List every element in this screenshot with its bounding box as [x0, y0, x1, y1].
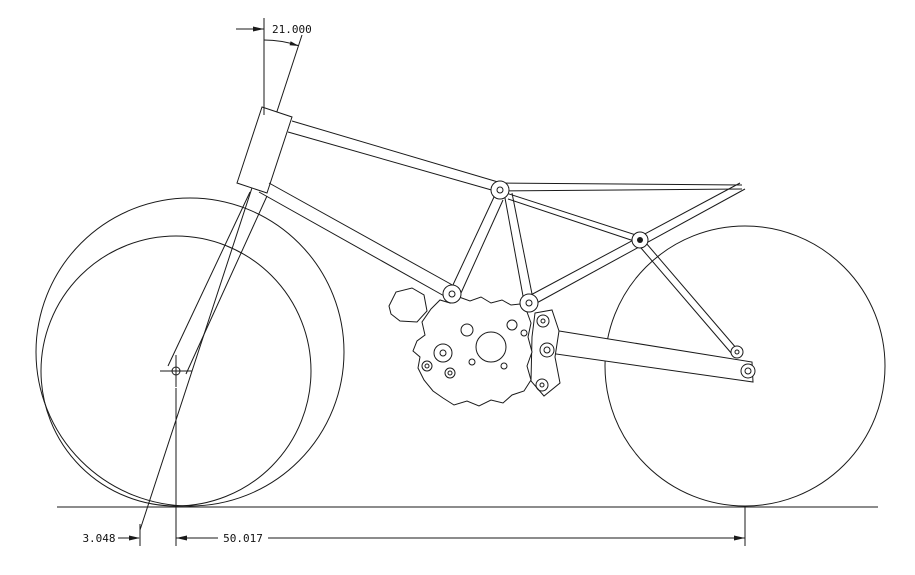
engine-bolt-7-inner: [424, 363, 430, 369]
lower-rear-joint: [519, 293, 539, 313]
rake-dim-arc: [263, 39, 299, 47]
rear-axle-circle-inner: [744, 367, 752, 375]
wheelbase-arrow-right: [734, 535, 745, 541]
seat-strut-right-line-b: [511, 192, 533, 295]
engine-bolt-6: [500, 362, 508, 370]
rear-rail-upper-line: [498, 182, 743, 186]
wheelbase-label: 50.017: [223, 532, 263, 545]
dimension-trail: 3.048: [82, 524, 141, 546]
front-wheel: [35, 197, 345, 507]
rear-rail-lower-line: [498, 188, 743, 192]
engine: [388, 287, 533, 407]
swingarm: [548, 329, 756, 383]
engine-sprocket-inner: [439, 349, 447, 357]
pivot-bolt-mid: [539, 342, 555, 358]
mid-strut-line-a: [505, 192, 637, 236]
seat-apex-joint: [490, 180, 510, 200]
top-tube-upper-line: [291, 120, 499, 183]
engine-intake: [388, 287, 428, 323]
head-tube: [236, 106, 293, 194]
rear-shock-strut: [640, 242, 744, 359]
pivot-bolt-bottom: [535, 378, 549, 392]
pivot-bracket: [530, 309, 561, 397]
engine-mount-joint-inner: [448, 290, 456, 298]
trail-dim-arrow: [129, 535, 140, 541]
trail-label: 3.048: [82, 532, 115, 545]
rear-axle-circle: [740, 363, 756, 379]
swingarm-body: [548, 329, 754, 383]
shock-line-b: [640, 247, 733, 355]
front-fork: [167, 106, 293, 375]
seat-strut-left-line-a: [451, 196, 495, 288]
rake-angle-label: 21.000: [272, 23, 312, 36]
engine-sprocket-circle: [433, 343, 453, 363]
wheelbase-arrow-left: [176, 535, 187, 541]
frame: [258, 120, 746, 306]
engine-bolt-5: [468, 358, 476, 366]
dimension-rake-angle: 21.000: [236, 18, 312, 115]
shock-upper-joint-inner: [637, 237, 643, 243]
mid-strut-line-b: [507, 198, 635, 242]
down-tube-lower-line: [258, 191, 447, 298]
engine-bolt-1: [460, 323, 474, 337]
top-tube-lower-line: [287, 131, 496, 192]
seat-strut-left-line-b: [460, 199, 504, 294]
front-tire-outer-circle: [35, 197, 345, 507]
fork-leg-rear-line: [185, 195, 268, 375]
engine-mount-joint: [442, 284, 462, 304]
pivot-bolt-top: [536, 314, 550, 328]
pivot-bolt-bottom-inner: [539, 382, 545, 388]
seat-apex-joint-inner: [496, 186, 504, 194]
fork-leg-front-line: [167, 191, 251, 367]
dimension-wheelbase: 50.017: [175, 388, 746, 546]
front-axle-marker: [160, 355, 192, 387]
engine-bolt-3: [520, 329, 528, 337]
pivot-bolt-top-inner: [540, 318, 546, 324]
engine-bolt-7: [421, 360, 433, 372]
engine-crank-circle: [475, 331, 507, 363]
rake-dim-tick-arrow: [253, 26, 264, 32]
engine-case-outline: [412, 293, 533, 407]
rake-dim-arc-arrow: [289, 41, 299, 46]
down-tube-upper-line: [268, 182, 457, 288]
engine-bolt-4: [444, 367, 456, 379]
lower-rear-joint-inner: [525, 299, 533, 307]
shock-line-a: [645, 242, 738, 350]
shock-lower-eye: [730, 345, 744, 359]
engine-bolt-4-inner: [447, 370, 453, 376]
pivot-bolt-mid-inner: [543, 346, 551, 354]
frame-joints: [442, 180, 649, 313]
engine-bolt-2: [506, 319, 518, 331]
seat-strut-right-line-a: [504, 197, 524, 297]
shock-lower-eye-inner: [734, 349, 740, 355]
